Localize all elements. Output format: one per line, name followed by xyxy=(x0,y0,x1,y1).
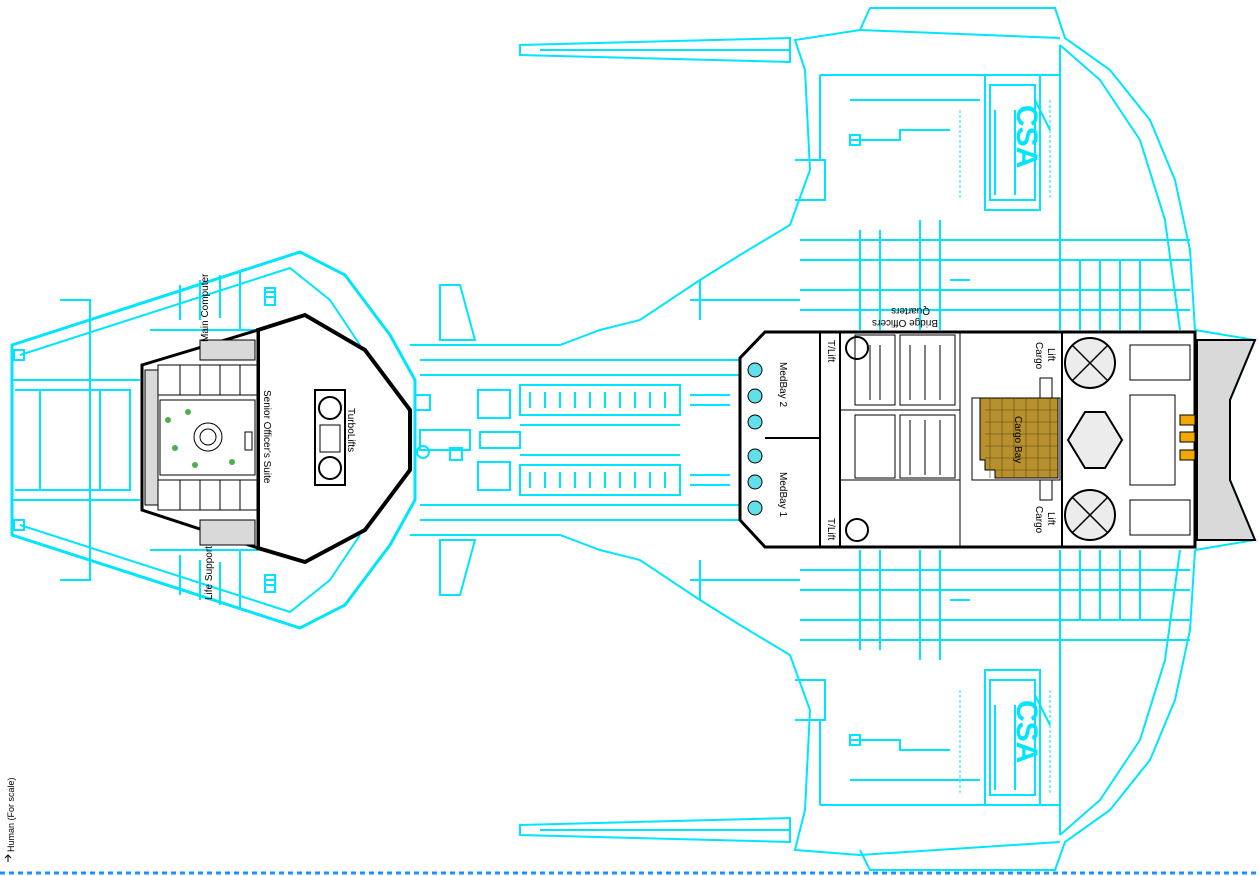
label-tlift-upper: T/Lift xyxy=(825,340,836,362)
hull-outline xyxy=(10,7,1257,871)
label-cargo-lift-lower-line1: Cargo xyxy=(1033,506,1044,534)
label-cargo-lift-upper-line1: Cargo xyxy=(1033,342,1044,370)
label-medbay-2: MedBay 2 xyxy=(777,362,788,407)
label-main-computer: Main Computer xyxy=(200,273,211,342)
label-life-support: Life Support xyxy=(204,546,215,600)
medbay-beds xyxy=(747,362,763,516)
label-tlift-lower: T/Lift xyxy=(825,518,836,540)
csa-logo-lower: CSA xyxy=(959,690,1051,795)
aft-deck xyxy=(738,330,1257,549)
label-cargo-lift-upper-line2: Lift xyxy=(1045,348,1056,362)
label-cargo-bay: Cargo Bay xyxy=(1012,416,1023,463)
label-senior-officers-suite: Senior Officer's Suite xyxy=(261,390,272,484)
csa-logo-upper: CSA xyxy=(959,99,1051,200)
forward-deck xyxy=(140,312,412,565)
labels: Main Computer Senior Officer's Suite Tur… xyxy=(6,273,1056,852)
aft-deck-outline xyxy=(738,330,1197,549)
human-figure-icon xyxy=(4,854,12,862)
label-bridge-officers-line1: Bridge Officers xyxy=(872,317,938,328)
label-human-scale: Human (For scale) xyxy=(6,777,16,852)
label-medbay-1: MedBay 1 xyxy=(777,472,788,517)
label-cargo-lift-lower-line2: Lift xyxy=(1045,512,1056,526)
label-bridge-officers-line2: Quarters xyxy=(891,305,930,316)
label-turbolifts: TurboLifts xyxy=(345,408,356,452)
